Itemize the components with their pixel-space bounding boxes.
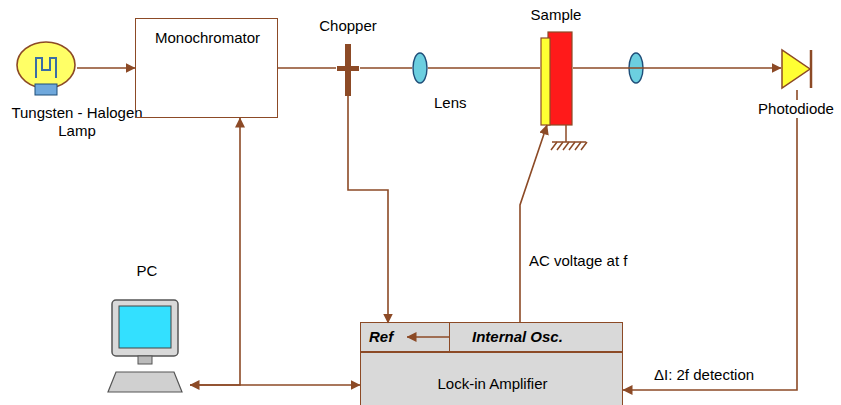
sample-symbol	[541, 32, 572, 125]
lens-label: Lens	[434, 94, 484, 112]
connector	[190, 118, 240, 385]
keyboard	[108, 372, 182, 392]
connector	[428, 67, 540, 69]
lamp: Tungsten - Halogen Lamp	[15, 42, 77, 96]
connector	[573, 67, 781, 69]
ref-cell: Ref	[361, 323, 407, 352]
ground-hatch	[551, 142, 587, 150]
monitor-case	[112, 300, 178, 356]
cell-label: Ref	[369, 328, 393, 346]
computer: PC	[104, 298, 190, 396]
connector	[77, 67, 135, 69]
cell-label: Internal Osc.	[472, 328, 563, 346]
filament	[36, 58, 56, 78]
box-title: Monochromator	[155, 29, 260, 47]
photodiode: Photodiode	[781, 48, 813, 90]
photodiode-symbol	[782, 50, 811, 88]
lamp-bulb	[17, 42, 75, 95]
ground-symbol	[551, 125, 587, 150]
sample-label: Sample	[525, 6, 587, 24]
chopper-symbol	[337, 44, 359, 96]
connector	[360, 67, 412, 69]
bulb-glass	[17, 42, 75, 88]
connector	[278, 67, 336, 69]
ground-wire	[565, 125, 567, 142]
photodiode-label: Photodiode	[756, 100, 836, 118]
computer-icon	[108, 300, 182, 392]
lamp-socket	[35, 84, 57, 95]
signal-label: AC voltage at f	[527, 252, 629, 270]
lockin-fill	[360, 322, 623, 405]
monitor-screen	[119, 306, 171, 348]
connector	[623, 90, 797, 390]
sample-substrate	[548, 32, 572, 125]
chopper: Chopper	[336, 44, 360, 96]
signal-label: ΔI: 2f detection	[652, 366, 756, 384]
monochromator-box: Monochromator	[135, 18, 278, 118]
diode-bar	[810, 50, 813, 88]
connector	[190, 384, 360, 386]
lens-symbol	[413, 53, 427, 83]
sample-film	[541, 38, 550, 125]
oscillator-cell: Internal Osc.	[449, 323, 622, 352]
monitor-stand	[138, 356, 152, 364]
chopper-label: Chopper	[306, 17, 390, 35]
lockin-box: Lock-in Amplifier Ref Internal Osc.	[360, 322, 623, 405]
lens: Lens	[412, 52, 428, 84]
lamp-label: Tungsten - Halogen Lamp	[3, 104, 151, 140]
pc-label: PC	[132, 262, 162, 280]
connector	[348, 96, 388, 323]
sample: Sample	[540, 32, 573, 125]
box-title: Lock-in Amplifier	[437, 375, 547, 393]
diode-triangle	[782, 50, 810, 88]
chopper-bar	[337, 66, 359, 71]
connector	[520, 125, 547, 323]
